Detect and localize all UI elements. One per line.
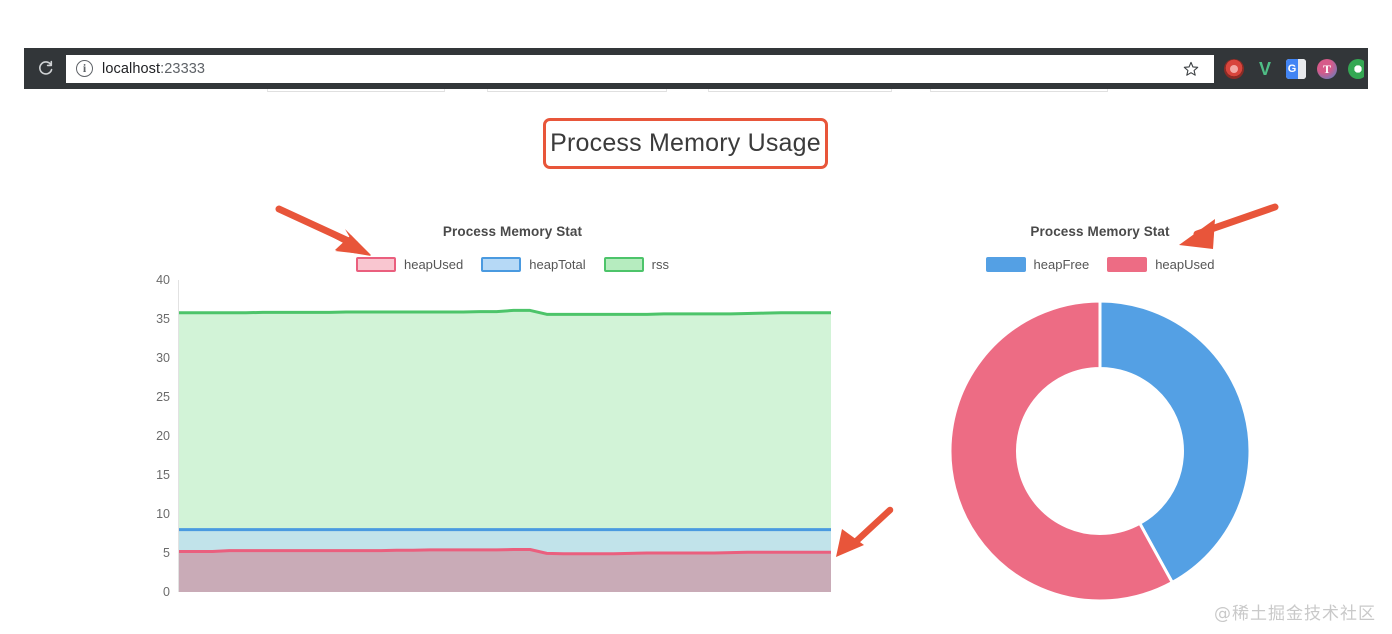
donut-slices-group — [948, 299, 1252, 603]
vue-devtools-extension-icon[interactable]: V — [1258, 58, 1271, 79]
donut-slice-heapfree[interactable] — [1098, 299, 1252, 585]
legend-swatch-heaptotal — [481, 257, 522, 272]
legend-swatch-heapused — [355, 257, 396, 272]
donut-chart-legend: heapFree heapUsed — [900, 257, 1300, 272]
star-icon[interactable] — [1174, 55, 1208, 83]
area-fill-rss — [179, 310, 831, 592]
address-bar[interactable]: i localhost:23333 — [66, 54, 1214, 83]
donut-slice-heapused[interactable] — [948, 299, 1175, 603]
tampermonkey-extension-icon[interactable]: T — [1317, 58, 1337, 79]
translate-page-glyph — [1298, 58, 1306, 79]
partial-extension-glyph — [1348, 58, 1364, 79]
y-axis-tick: 25 — [156, 390, 170, 404]
legend-label-heapused: heapUsed — [403, 257, 464, 272]
info-icon[interactable]: i — [76, 60, 93, 77]
line-chart-panel: Process Memory Stat heapUsed heapTotal r… — [140, 200, 850, 620]
legend-item-rss[interactable]: rss — [603, 257, 669, 272]
y-axis-tick-labels: 0 5 10 15 20 25 30 35 40 — [140, 273, 170, 599]
line-chart-plot-area[interactable] — [178, 280, 831, 592]
url-text: localhost:23333 — [102, 61, 205, 77]
clipped-card-stub — [930, 89, 1108, 92]
y-axis-tick: 40 — [156, 273, 170, 287]
y-axis-tick: 5 — [163, 546, 170, 560]
legend-label-rss: rss — [651, 257, 669, 272]
legend-item-heapfree[interactable]: heapFree — [985, 257, 1090, 272]
line-chart-title: Process Memory Stat — [442, 224, 583, 239]
donut-chart-title: Process Memory Stat — [1030, 224, 1170, 239]
legend-swatch-heapfree — [985, 257, 1026, 272]
partial-extension-icon[interactable] — [1348, 58, 1364, 79]
translate-glyph: G — [1286, 58, 1298, 79]
browser-toolbar: i localhost:23333 V G T — [24, 48, 1368, 89]
legend-item-heaptotal[interactable]: heapTotal — [481, 257, 586, 272]
y-axis-tick: 10 — [156, 507, 170, 521]
y-axis-tick: 35 — [156, 312, 170, 326]
donut-chart-panel: Process Memory Stat heapFree heapUsed — [900, 200, 1300, 620]
extensions-area: V G T — [1214, 48, 1368, 89]
clipped-card-stub — [267, 89, 445, 92]
y-axis-tick: 30 — [156, 351, 170, 365]
line-heapused — [179, 547, 831, 556]
legend-swatch-rss — [603, 257, 644, 272]
google-translate-extension-icon[interactable]: G — [1286, 58, 1306, 79]
area-series-group — [179, 308, 831, 592]
page-gutter-right — [1368, 0, 1392, 634]
line-chart-legend: heapUsed heapTotal rss — [175, 257, 850, 272]
line-rss — [179, 308, 831, 316]
legend-item-heapused-donut[interactable]: heapUsed — [1107, 257, 1214, 272]
area-fill-heapused — [179, 549, 831, 592]
line-chart-plot-wrapper: 0 5 10 15 20 25 30 35 40 — [140, 273, 840, 610]
legend-label-heaptotal: heapTotal — [529, 257, 586, 272]
area-chart-svg — [179, 308, 831, 592]
clipped-card-stub — [708, 89, 892, 92]
page-gutter-left — [0, 0, 24, 634]
legend-label-heapused-donut: heapUsed — [1155, 257, 1215, 272]
adblock-extension-icon[interactable] — [1224, 58, 1244, 79]
y-axis-tick: 15 — [156, 468, 170, 482]
y-axis-tick: 20 — [156, 429, 170, 443]
legend-swatch-heapused-donut — [1107, 257, 1148, 272]
url-port: :23333 — [160, 60, 206, 77]
page-title: Process Memory Usage — [550, 129, 821, 157]
clipped-card-stub — [487, 89, 667, 92]
watermark: @稀土掘金技术社区 — [1214, 604, 1376, 624]
legend-label-heapfree: heapFree — [1033, 257, 1090, 272]
url-host: localhost — [102, 60, 161, 77]
y-axis-tick: 0 — [163, 585, 170, 599]
page-title-highlight-box: Process Memory Usage — [543, 118, 828, 169]
donut-chart-svg — [948, 299, 1252, 603]
donut-chart-wrapper[interactable] — [935, 286, 1265, 616]
legend-item-heapused[interactable]: heapUsed — [355, 257, 464, 272]
reload-icon[interactable] — [24, 48, 66, 89]
